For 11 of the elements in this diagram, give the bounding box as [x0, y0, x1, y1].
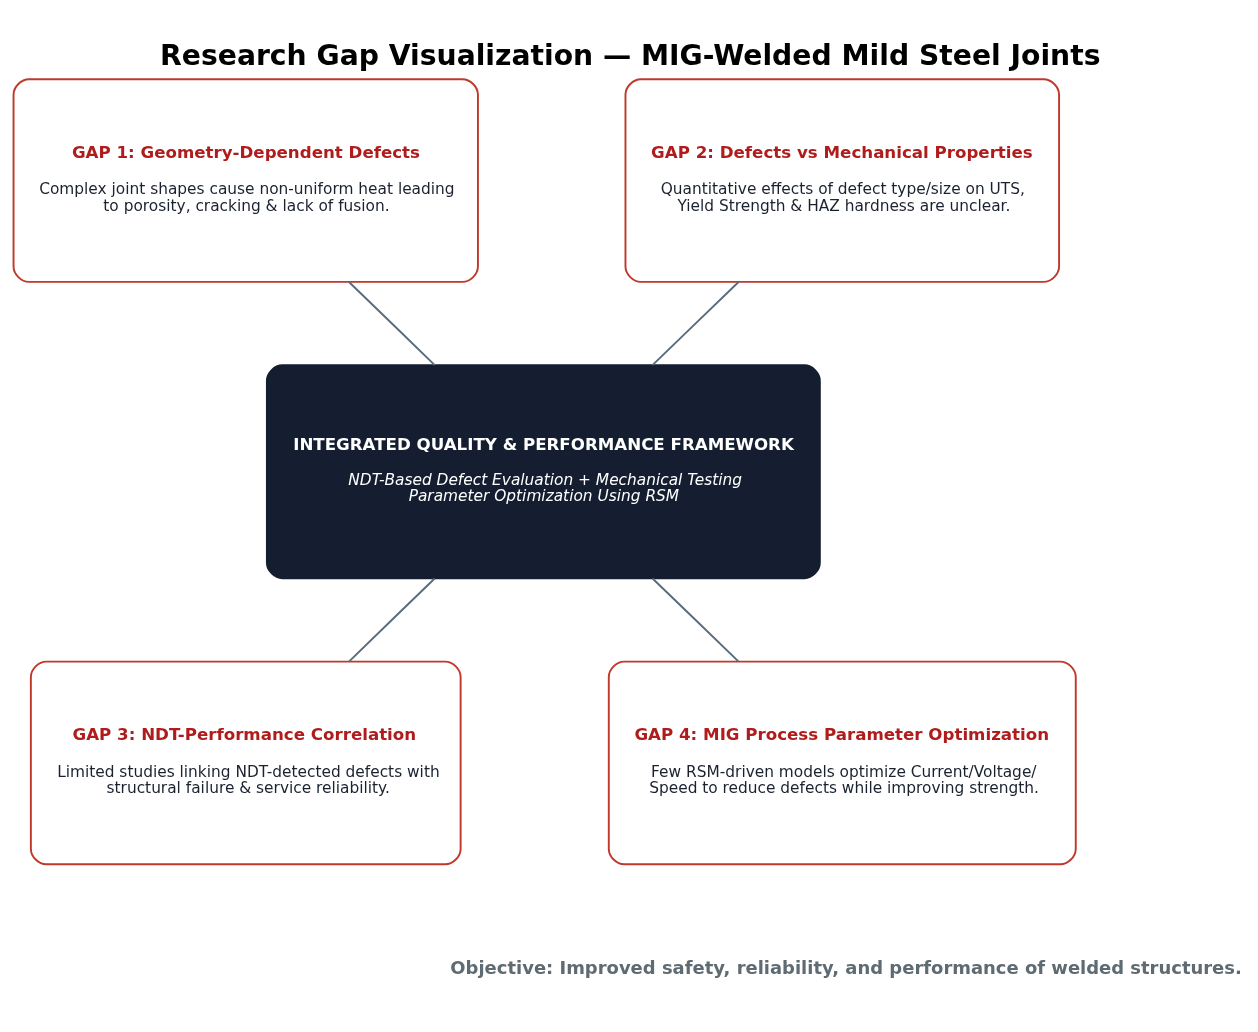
node-box: GAP 2: Defects vs Mechanical Properties Quantitative effects of defect type/size on UTS, Yield Strength & HAZ hardness are unclear.: [624, 78, 1061, 283]
node-box: GAP 4: MIG Process Parameter Optimization Few RSM-driven models optimize Current/Voltage/ Speed to reduce defects while improving strength.: [607, 660, 1077, 866]
node-box: GAP 3: NDT-Performance Correlation Limited studies linking NDT-detected defects with structural failure & service reliability.: [29, 660, 462, 866]
connector: [348, 577, 436, 663]
connector: [348, 281, 436, 367]
caption: Objective: Improved safety, reliability, and performance of welded structures.: [450, 957, 1242, 979]
connector: [651, 281, 740, 367]
node-box: GAP 1: Geometry-Dependent Defects Complex joint shapes cause non-uniform heat leading to porosity, cracking & lack of fusion.: [12, 78, 479, 283]
diagram-title: Research Gap Visualization — MIG-Welded Mild Steel Joints: [160, 38, 1101, 72]
node-box: INTEGRATED QUALITY & PERFORMANCE FRAMEWORK NDT-Based Defect Evaluation + Mechanical Testing Parameter Optimization Using RSM: [265, 364, 821, 580]
connector: [651, 577, 740, 663]
